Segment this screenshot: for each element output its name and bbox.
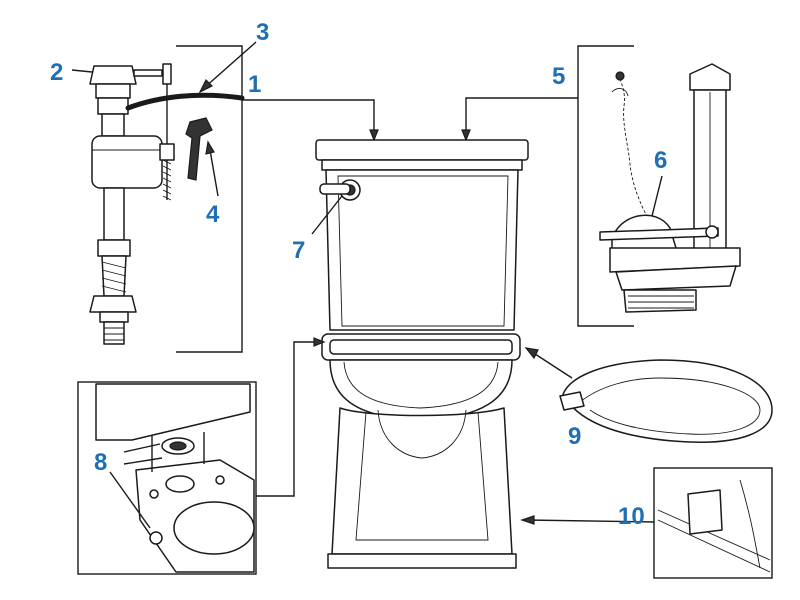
fill-valve-bracket <box>176 45 243 353</box>
callout-5: 5 <box>552 63 565 90</box>
leader-8c <box>109 471 151 529</box>
leader-8a <box>123 443 161 453</box>
inset-bolt-cap <box>653 467 773 579</box>
flush-valve-bracket <box>577 45 634 327</box>
leader-10 <box>525 519 655 523</box>
callout-9: 9 <box>568 423 581 450</box>
callout-7: 7 <box>292 237 305 264</box>
leader-1 <box>242 99 375 138</box>
trip-lever <box>319 179 361 201</box>
flush-valve-assembly <box>599 63 741 313</box>
callout-3: 3 <box>256 19 269 46</box>
leader-5 <box>465 97 578 138</box>
callout-1: 1 <box>248 71 261 98</box>
callout-4: 4 <box>206 201 220 228</box>
toilet <box>315 139 529 569</box>
leader-7 <box>311 195 343 235</box>
callout-10: 10 <box>618 503 645 530</box>
callout-2: 2 <box>50 59 63 86</box>
leader-9 <box>531 351 573 379</box>
leader-3 <box>203 41 257 89</box>
leader-4 <box>209 149 219 197</box>
inset-8-connector <box>256 341 322 497</box>
refill-tube <box>125 92 245 111</box>
toilet-seat <box>559 359 773 443</box>
refill-clip <box>185 117 213 181</box>
callout-8: 8 <box>94 449 107 476</box>
fill-valve-assembly <box>89 63 175 345</box>
callout-6: 6 <box>654 147 667 174</box>
inset-tank-gasket <box>77 381 257 575</box>
leader-6 <box>651 175 663 217</box>
leader-2 <box>71 69 93 73</box>
leader-8b <box>123 457 163 465</box>
